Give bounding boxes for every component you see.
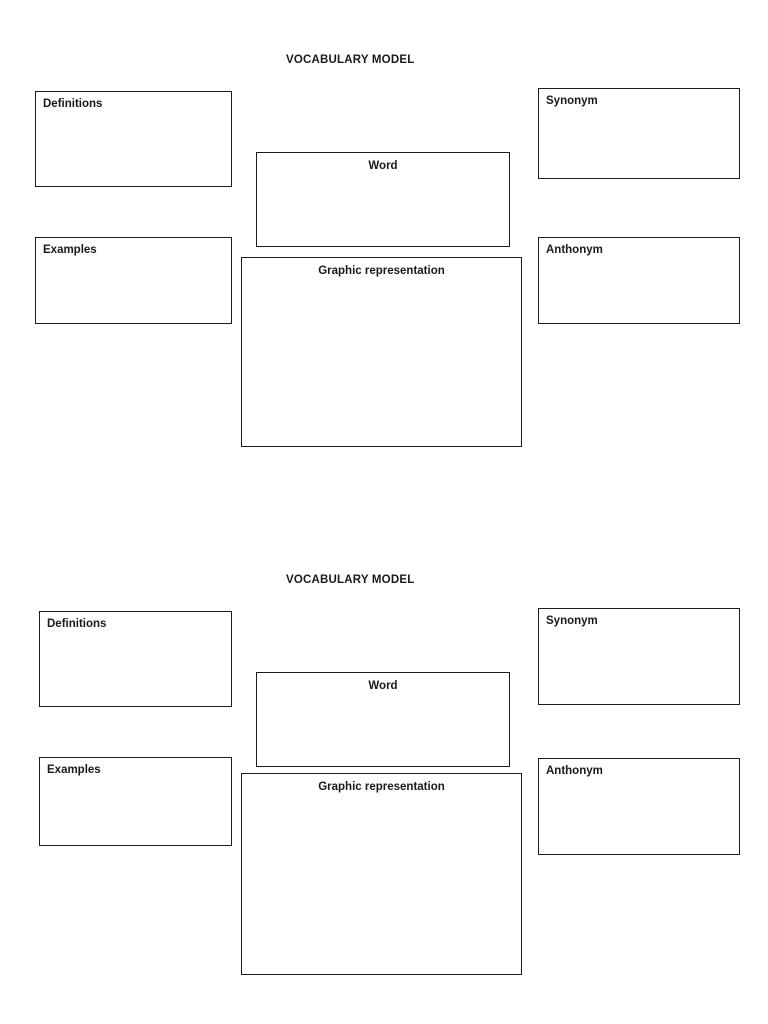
word-box[interactable]: Word xyxy=(256,672,510,767)
anthonym-label: Anthonym xyxy=(546,244,603,256)
synonym-label: Synonym xyxy=(546,615,598,627)
synonym-label: Synonym xyxy=(546,95,598,107)
definitions-label: Definitions xyxy=(43,98,103,110)
definitions-label: Definitions xyxy=(47,618,107,630)
word-box[interactable]: Word xyxy=(256,152,510,247)
model-title: VOCABULARY MODEL xyxy=(286,574,415,586)
anthonym-box[interactable]: Anthonym xyxy=(538,237,740,324)
examples-box[interactable]: Examples xyxy=(35,237,232,324)
synonym-box[interactable]: Synonym xyxy=(538,608,740,705)
synonym-box[interactable]: Synonym xyxy=(538,88,740,179)
anthonym-label: Anthonym xyxy=(546,765,603,777)
examples-label: Examples xyxy=(47,764,101,776)
anthonym-box[interactable]: Anthonym xyxy=(538,758,740,855)
model-title: VOCABULARY MODEL xyxy=(286,54,415,66)
graphic-box[interactable]: Graphic representation xyxy=(241,773,522,975)
examples-box[interactable]: Examples xyxy=(39,757,232,846)
definitions-box[interactable]: Definitions xyxy=(35,91,232,187)
definitions-box[interactable]: Definitions xyxy=(39,611,232,707)
word-label: Word xyxy=(368,160,398,172)
examples-label: Examples xyxy=(43,244,97,256)
graphic-label: Graphic representation xyxy=(318,265,445,277)
graphic-box[interactable]: Graphic representation xyxy=(241,257,522,447)
graphic-label: Graphic representation xyxy=(318,781,445,793)
word-label: Word xyxy=(368,680,398,692)
